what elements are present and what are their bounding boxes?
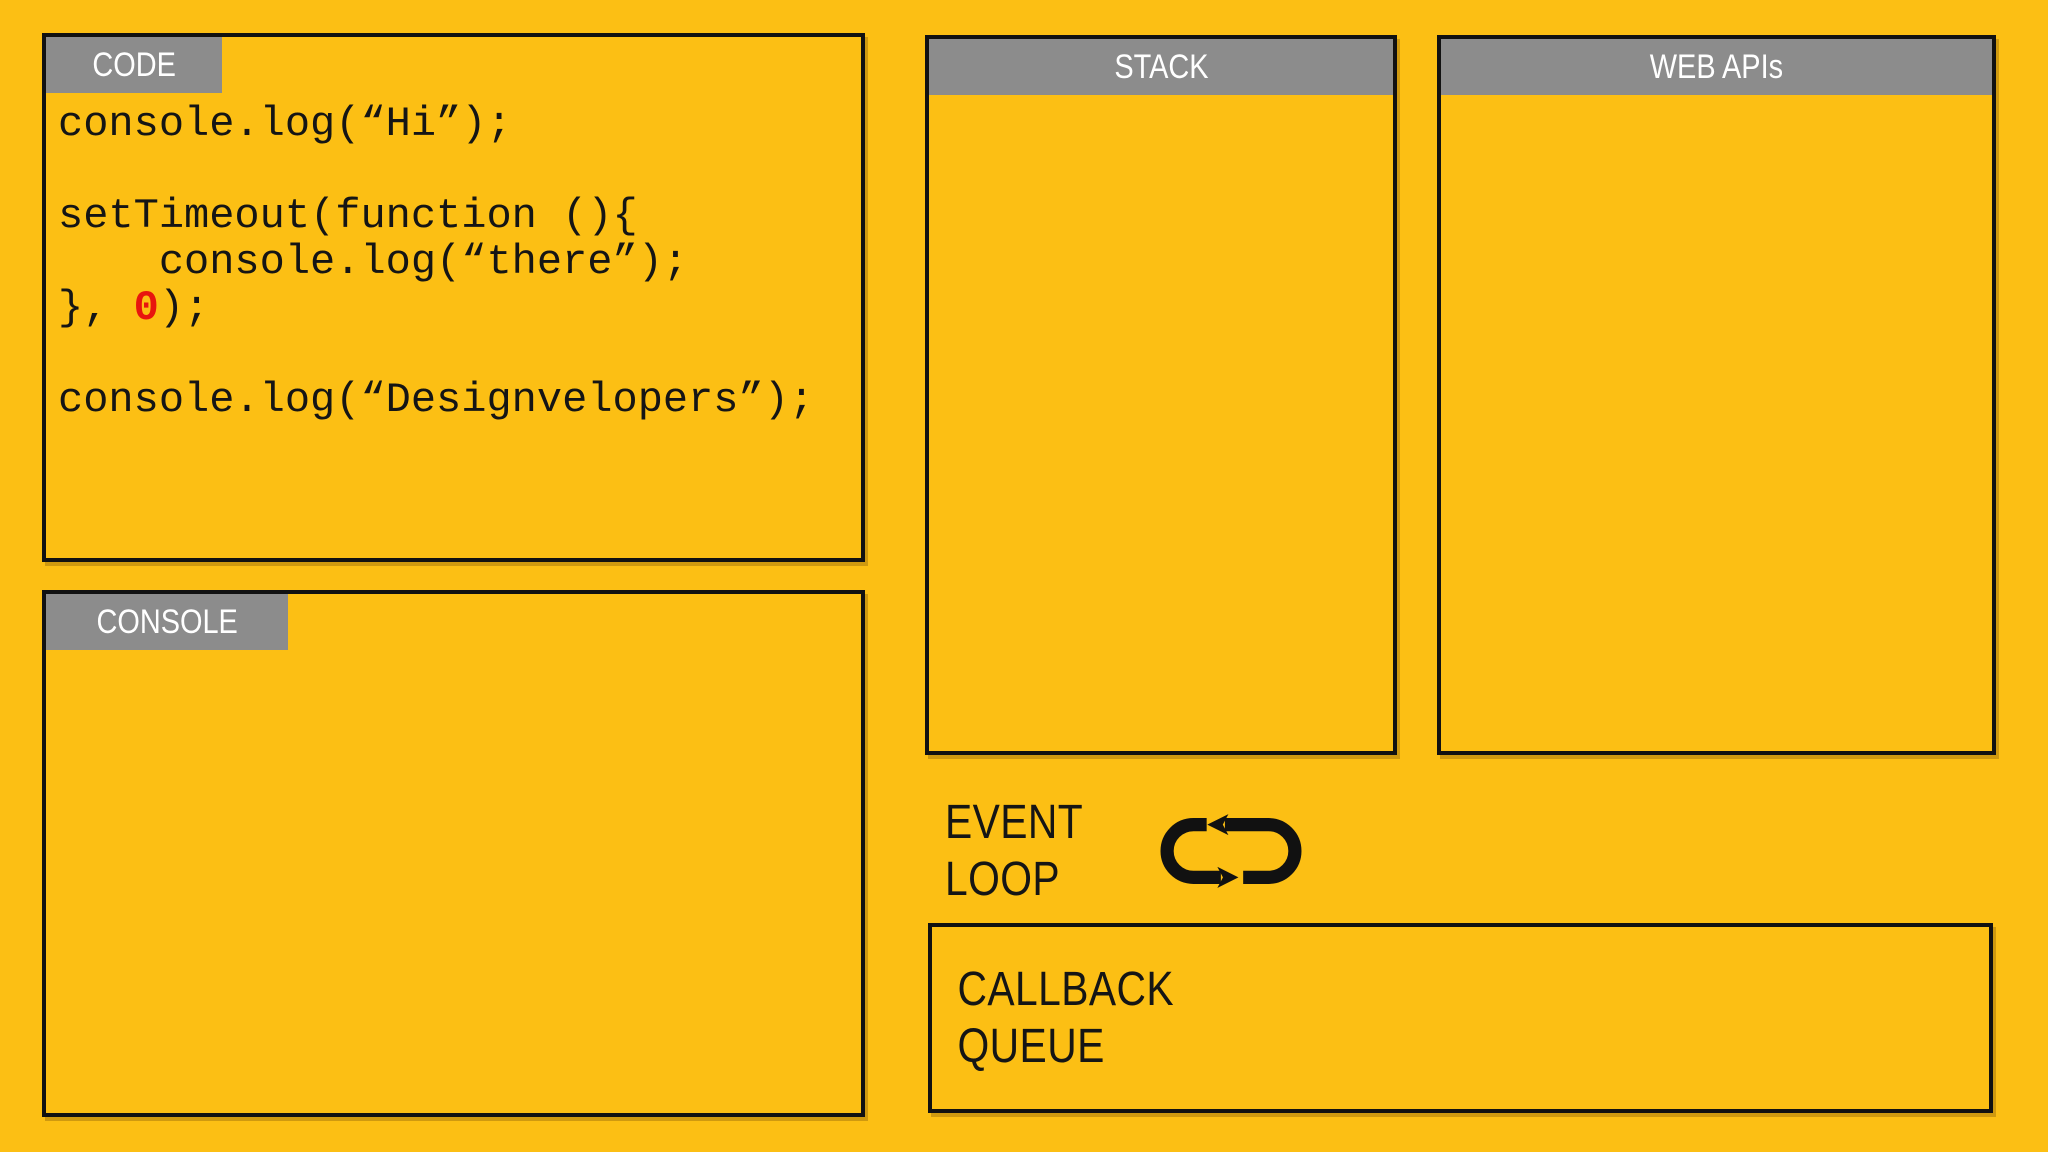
code-panel: CODE console.log(“Hi”); setTimeout(functi… [42, 33, 865, 562]
event-loop-label-line2: LOOP [945, 853, 1061, 906]
event-loop: EVENT LOOP [945, 794, 1302, 908]
code-line-blank [58, 147, 861, 193]
timeout-delay-value: 0 [133, 284, 159, 332]
callback-queue-label-line1: CALLBACK [957, 963, 1175, 1016]
code-line-7: console.log(“Designvelopers”); [58, 376, 815, 424]
callback-queue-panel: CALLBACK QUEUE [928, 923, 1993, 1113]
stack-panel-header: STACK [929, 39, 1393, 95]
code-panel-title: CODE [92, 45, 176, 84]
code-panel-header: CODE [46, 37, 222, 93]
callback-queue-label-line2: QUEUE [957, 1020, 1105, 1073]
web-apis-panel-header: WEB APIs [1441, 39, 1992, 95]
code-line-4: console.log(“there”); [58, 238, 689, 286]
code-line-5: }, 0); [58, 284, 210, 332]
console-panel-title: CONSOLE [96, 602, 238, 641]
loop-arrows-icon [1160, 814, 1302, 888]
code-line-1: console.log(“Hi”); [58, 100, 512, 148]
web-apis-panel: WEB APIs [1437, 35, 1996, 755]
console-panel-header: CONSOLE [46, 594, 288, 650]
code-editor: console.log(“Hi”); setTimeout(function ()… [46, 37, 861, 423]
code-line-3: setTimeout(function (){ [58, 192, 638, 240]
web-apis-panel-title: WEB APIs [1649, 47, 1784, 86]
callback-queue-label: CALLBACK QUEUE [932, 927, 1830, 1109]
event-loop-label: EVENT LOOP [945, 794, 1083, 908]
code-line-blank [58, 331, 861, 377]
event-loop-label-line1: EVENT [945, 796, 1084, 849]
stack-panel-title: STACK [1113, 47, 1209, 86]
stack-panel: STACK [925, 35, 1397, 755]
console-panel: CONSOLE [42, 590, 865, 1117]
